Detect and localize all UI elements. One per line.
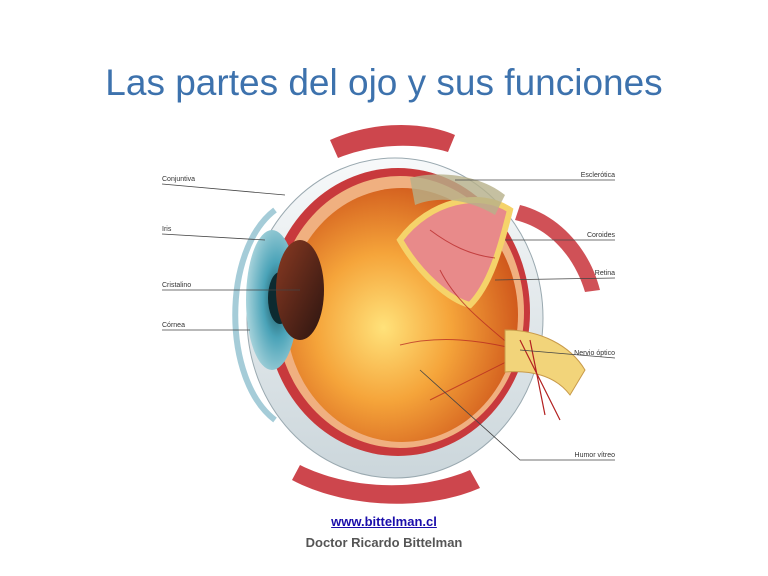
leader-conjuntiva [161, 183, 286, 196]
label-humor-vitreo: Humor vítreo [575, 452, 616, 459]
label-iris: Iris [162, 226, 172, 233]
label-conjuntiva: Conjuntiva [162, 176, 195, 183]
label-retina: Retina [595, 270, 615, 277]
muscle-right [515, 205, 600, 292]
cornea [232, 207, 277, 423]
label-esclerotica: Esclerótica [581, 172, 615, 179]
slide-title: Las partes del ojo y sus funciones [105, 62, 663, 103]
optic-nerve [504, 329, 586, 396]
leader-nervio-optico [519, 349, 616, 359]
website-link[interactable]: www.bittelman.cl [331, 514, 437, 529]
leader-retina [494, 277, 616, 281]
leader-iris [161, 233, 266, 241]
leader-humor-vitreo [419, 369, 615, 461]
label-cristalino: Cristalino [162, 282, 191, 289]
author-name: Doctor Ricardo Bittelman [305, 535, 463, 550]
label-coroides: Coroides [587, 232, 616, 239]
muscle-top [330, 124, 455, 158]
muscle-bottom [292, 465, 480, 504]
label-nervio-optico: Nervio óptico [574, 350, 615, 357]
retina-flap [396, 197, 514, 309]
label-cornea: Córnea [162, 322, 185, 329]
